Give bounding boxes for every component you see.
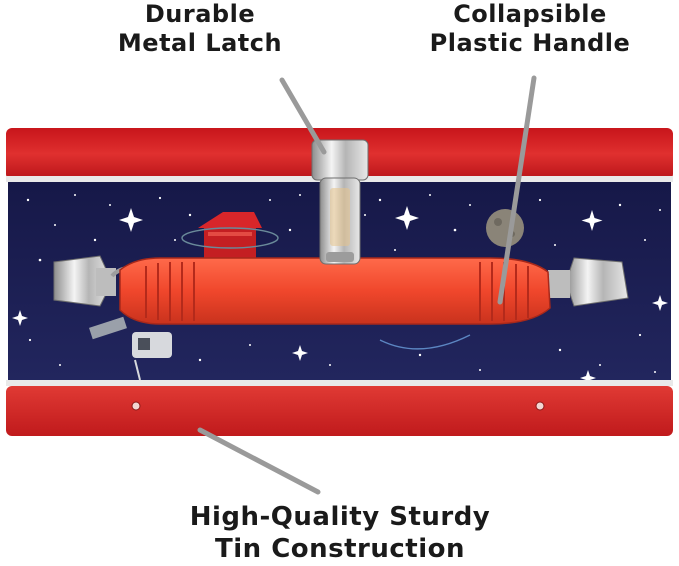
rivet-left (131, 401, 141, 411)
red-doghouse-graphic (181, 212, 279, 258)
latch-leader-line (279, 77, 327, 155)
tin-leader-line (197, 427, 321, 495)
plastic-handle (119, 257, 551, 325)
tin-callout-line1: High-Quality Sturdy (189, 502, 491, 532)
handle-callout: Collapsible Plastic Handle (405, 0, 655, 59)
latch-callout-line1: Durable (144, 0, 256, 28)
orbit-trail (379, 334, 471, 350)
sparkle-stars (12, 206, 668, 386)
right-handle-bracket (548, 257, 629, 307)
latch-callout: Durable Metal Latch (95, 0, 305, 59)
handle-callout-line1: Collapsible (453, 0, 607, 28)
moon-graphic (486, 209, 524, 247)
handle-callout-line2: Plastic Handle (429, 29, 631, 58)
handle-leader-line (497, 75, 537, 305)
tin-base (6, 380, 673, 436)
metal-latch (311, 139, 369, 265)
tin-callout: High-Quality Sturdy Tin Construction (150, 502, 530, 565)
tin-callout-line2: Tin Construction (214, 533, 466, 564)
satellite-graphic (89, 316, 172, 381)
rivet-right (535, 401, 545, 411)
latch-callout-line2: Metal Latch (117, 29, 283, 58)
